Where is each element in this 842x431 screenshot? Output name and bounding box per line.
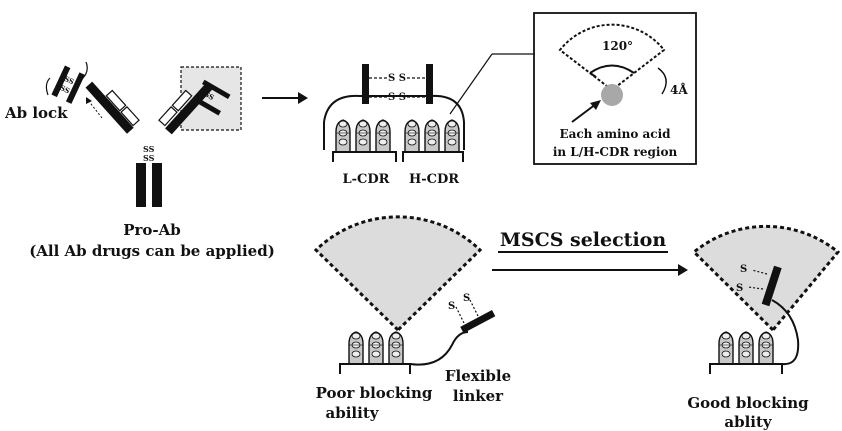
svg-text:S S: S S	[388, 73, 406, 84]
h-cdr-loops	[404, 119, 460, 153]
svg-text:SS: SS	[203, 89, 216, 102]
highlight-box	[180, 66, 242, 131]
flexible-linker-good	[771, 299, 800, 366]
pro-ab-subtitle: (All Ab drugs can be applied)	[29, 242, 275, 260]
svg-text:S S: S S	[388, 92, 406, 103]
inset-caption-1: Each amino acid	[559, 127, 671, 141]
distance-label: 4Å	[670, 82, 688, 97]
zoomed-fab: S S S S	[323, 64, 465, 162]
lock-chain-left	[362, 64, 369, 104]
angle-label: 120°	[602, 39, 633, 53]
flexible-label-2: linker	[453, 387, 504, 405]
good-base	[709, 363, 783, 374]
fc-heavy-chain-left	[136, 163, 146, 207]
lock-chain-good	[761, 265, 782, 307]
svg-text:S: S	[740, 264, 747, 275]
svg-text:S: S	[736, 283, 743, 294]
l-cdr-base	[332, 151, 397, 162]
inset-caption-2: in L/H-CDR region	[553, 145, 678, 159]
inset-sector	[558, 23, 666, 92]
poor-label-1: Poor blocking	[316, 384, 433, 402]
l-cdr-label: L-CDR	[343, 172, 390, 187]
pro-ab-antibody: SS SS SS SS SS	[45, 61, 242, 207]
amino-acid-circle	[601, 84, 623, 106]
ab-lock-label: Ab lock	[4, 104, 68, 122]
hinge-ss-bottom: SS	[143, 153, 155, 163]
poor-sector	[313, 215, 483, 333]
svg-text:SS: SS	[63, 74, 76, 86]
inset-box: 120° 4Å Each amino acid in L/H-CDR regio…	[533, 12, 697, 165]
svg-text:S: S	[448, 301, 455, 312]
good-label-1: Good blocking	[687, 394, 809, 412]
poor-base	[339, 363, 411, 374]
svg-text:S: S	[463, 293, 470, 304]
poor-label-2: ability	[326, 404, 380, 422]
good-blocking-diagram: S S	[691, 224, 841, 374]
angle-arc	[589, 64, 635, 74]
flexible-linker-poor	[409, 331, 469, 366]
lock-chain-poor	[460, 310, 496, 334]
lock-dome	[323, 94, 465, 150]
pro-ab-label: Pro-Ab	[123, 221, 181, 239]
mscs-label: MSCS selection	[500, 229, 667, 251]
h-cdr-base	[402, 151, 464, 162]
ab-lock-detached: SS SS	[51, 65, 85, 104]
fc-heavy-chain-right	[152, 163, 162, 207]
inset-connector	[449, 53, 493, 115]
hinge-ss-top: SS	[143, 144, 155, 154]
poor-blocking-diagram: S S	[313, 215, 496, 374]
ab-lock-attached: SS	[192, 79, 231, 116]
good-label-2: ablity	[724, 413, 773, 431]
good-sector	[691, 224, 841, 333]
pointer-arrow	[571, 103, 597, 123]
lock-chain-right	[426, 64, 433, 104]
flexible-label-1: Flexible	[445, 367, 511, 385]
l-cdr-loops	[335, 119, 391, 153]
svg-text:SS: SS	[59, 83, 72, 95]
radius-arc	[657, 67, 667, 95]
h-cdr-label: H-CDR	[409, 172, 459, 187]
